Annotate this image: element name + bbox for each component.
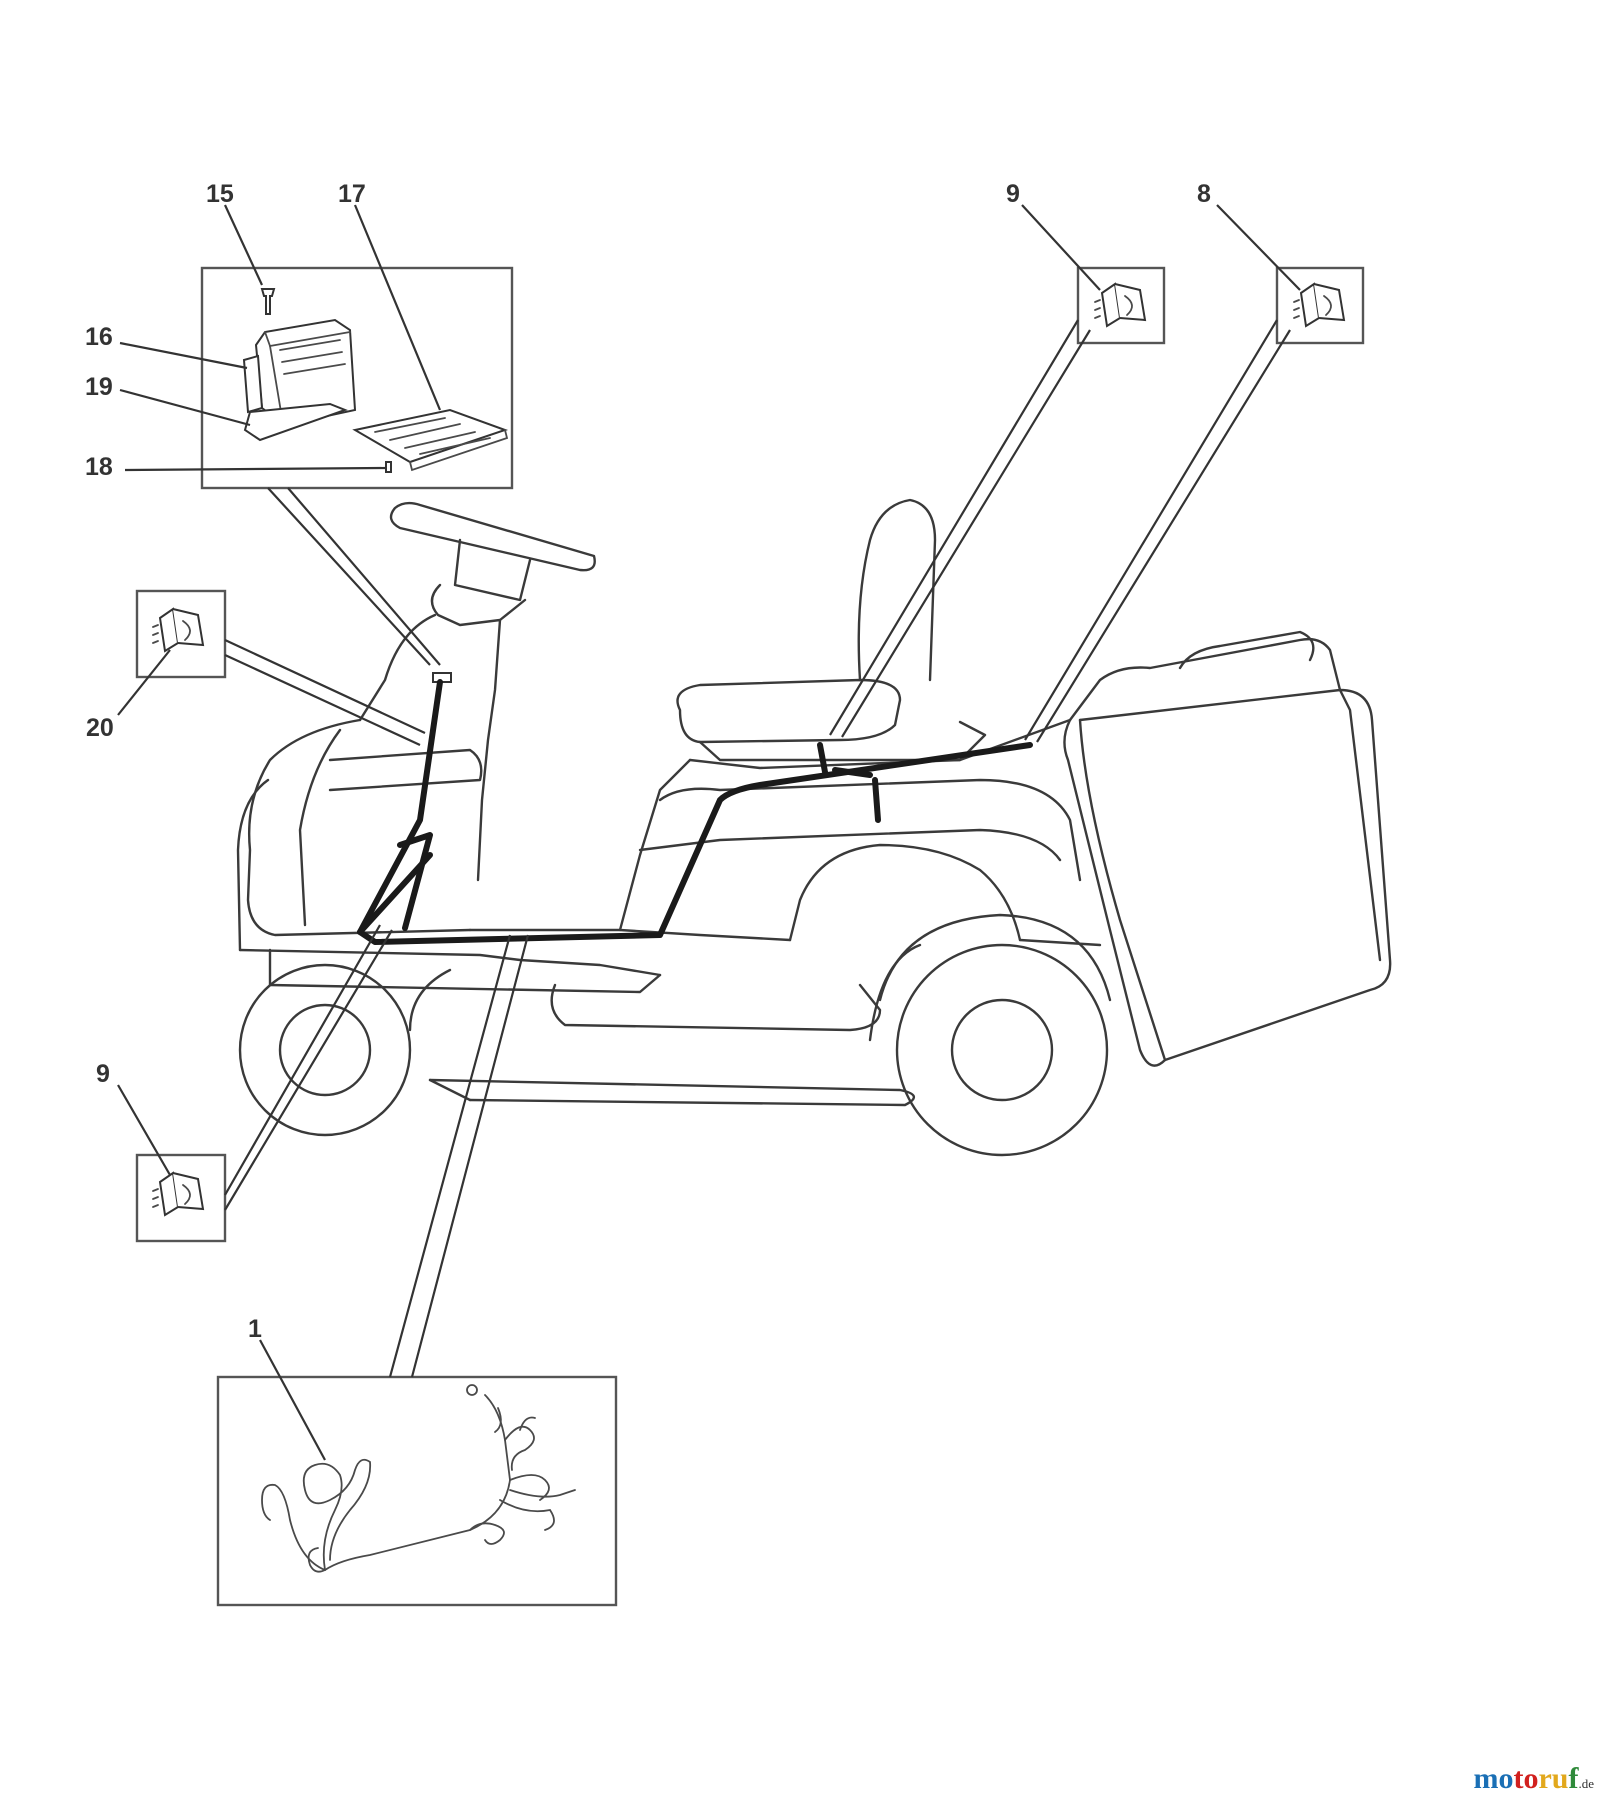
wiring-harness-icon xyxy=(261,1384,576,1573)
callout-8: 8 xyxy=(1197,180,1211,208)
logo-part-4: f xyxy=(1568,1762,1579,1795)
wiring-harness-routing xyxy=(357,672,1033,945)
callout-17: 17 xyxy=(338,180,366,208)
callout-18: 18 xyxy=(85,453,113,481)
logo-part-3: ru xyxy=(1538,1762,1569,1795)
cable-clip-icon xyxy=(152,1171,205,1217)
callout-labels: 15 17 16 19 18 9 8 20 9 1 xyxy=(85,180,1211,1343)
riding-mower-outline xyxy=(236,498,1392,1157)
logo-suffix: .de xyxy=(1578,1776,1594,1791)
callout-16: 16 xyxy=(85,323,113,351)
clip-box-20 xyxy=(135,589,227,679)
detail-box-harness xyxy=(216,1375,618,1607)
callout-19: 19 xyxy=(85,373,113,401)
callout-9-top: 9 xyxy=(1006,180,1020,208)
clip-box-8 xyxy=(1275,266,1365,345)
callout-1: 1 xyxy=(248,1315,262,1343)
callout-leaders xyxy=(117,204,1301,1461)
clip-box-9-left xyxy=(135,1153,227,1243)
cable-clip-icon xyxy=(152,607,205,653)
motoruf-logo: motoruf.de xyxy=(1473,1762,1594,1796)
callout-9-left: 9 xyxy=(96,1060,110,1088)
cable-clip-icon xyxy=(1293,282,1346,328)
detail-connector-lines xyxy=(224,319,1291,1378)
pin-icon xyxy=(385,461,392,473)
callout-15: 15 xyxy=(206,180,234,208)
callout-20: 20 xyxy=(86,714,114,742)
circuit-board-icon xyxy=(352,408,509,472)
control-module-icon xyxy=(242,318,357,442)
detail-box-control-unit xyxy=(200,266,514,490)
cable-clip-icon xyxy=(1094,282,1147,328)
logo-part-1: mo xyxy=(1473,1762,1514,1795)
logo-part-2: to xyxy=(1513,1762,1539,1795)
screw-icon xyxy=(260,288,276,315)
